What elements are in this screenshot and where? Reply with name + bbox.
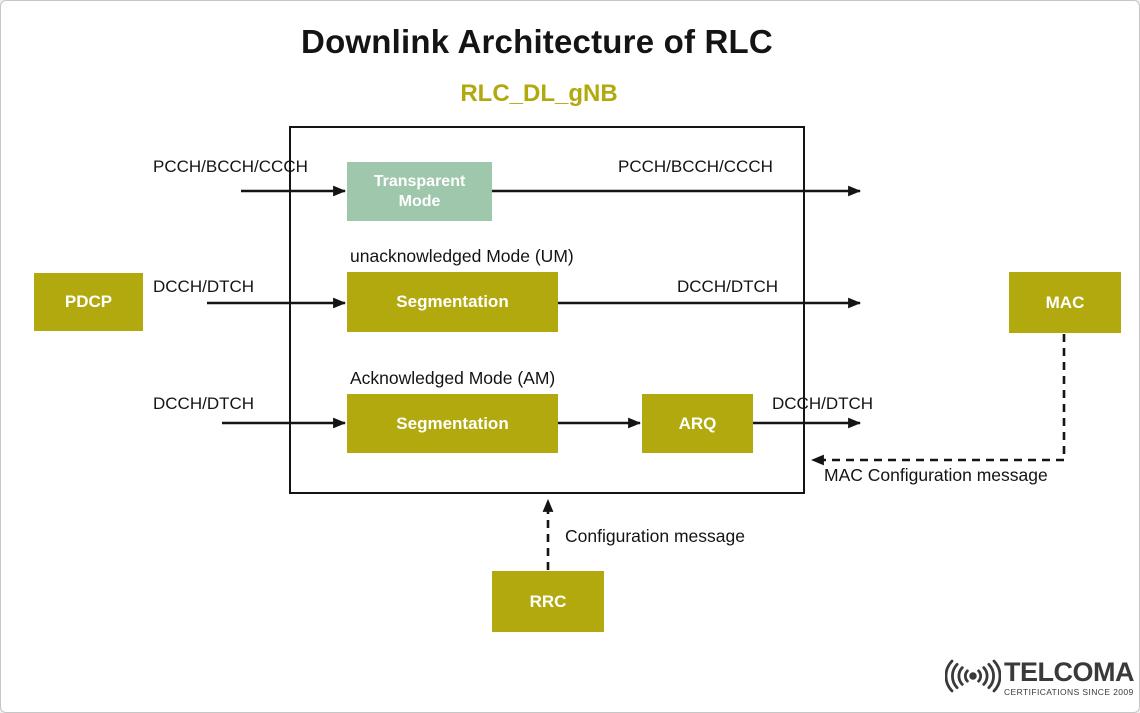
pdcp-box: PDCP <box>34 273 143 331</box>
telcoma-logo: TELCOMA CERTIFICATIONS SINCE 2009 <box>944 652 1134 705</box>
mac-config-message-label: MAC Configuration message <box>824 465 1048 485</box>
arq-box: ARQ <box>642 394 753 453</box>
um-mode-label: unacknowledged Mode (UM) <box>350 246 574 266</box>
gnb-title: RLC_DL_gNB <box>460 80 618 107</box>
mac-label: MAC <box>1045 292 1085 312</box>
segmentation-um-label: Segmentation <box>396 292 509 312</box>
transparent-mode-box: Transparent Mode <box>347 162 492 221</box>
arq-label: ARQ <box>678 413 717 433</box>
channel-label-pcch-out: PCCH/BCCH/CCCH <box>618 157 773 176</box>
segmentation-um-box: Segmentation <box>347 272 558 332</box>
channel-label-dcch-am-out: DCCH/DTCH <box>772 394 874 413</box>
segmentation-am-box: Segmentation <box>347 394 558 453</box>
logo-brand-text: TELCOMA <box>1004 656 1134 687</box>
radio-waves-signal-icon <box>944 652 1002 705</box>
channel-label-dcch-am-in: DCCH/DTCH <box>153 394 255 413</box>
pdcp-label: PDCP <box>64 292 113 312</box>
channel-label-dcch-um-out: DCCH/DTCH <box>677 277 779 296</box>
rlc-gnb-container-box <box>289 126 805 494</box>
segmentation-am-label: Segmentation <box>396 413 509 433</box>
page-title: Downlink Architecture of RLC <box>301 23 773 60</box>
channel-label-dcch-um-in: DCCH/DTCH <box>153 277 255 296</box>
rrc-label: RRC <box>529 591 567 611</box>
am-mode-label: Acknowledged Mode (AM) <box>350 368 556 388</box>
rrc-config-message-label: Configuration message <box>565 526 745 546</box>
channel-label-pcch-in: PCCH/BCCH/CCCH <box>153 157 308 176</box>
logo-tagline-text: CERTIFICATIONS SINCE 2009 <box>1004 687 1134 698</box>
rrc-box: RRC <box>492 571 604 632</box>
transparent-mode-label: Transparent Mode <box>373 172 466 210</box>
mac-box: MAC <box>1009 272 1121 333</box>
